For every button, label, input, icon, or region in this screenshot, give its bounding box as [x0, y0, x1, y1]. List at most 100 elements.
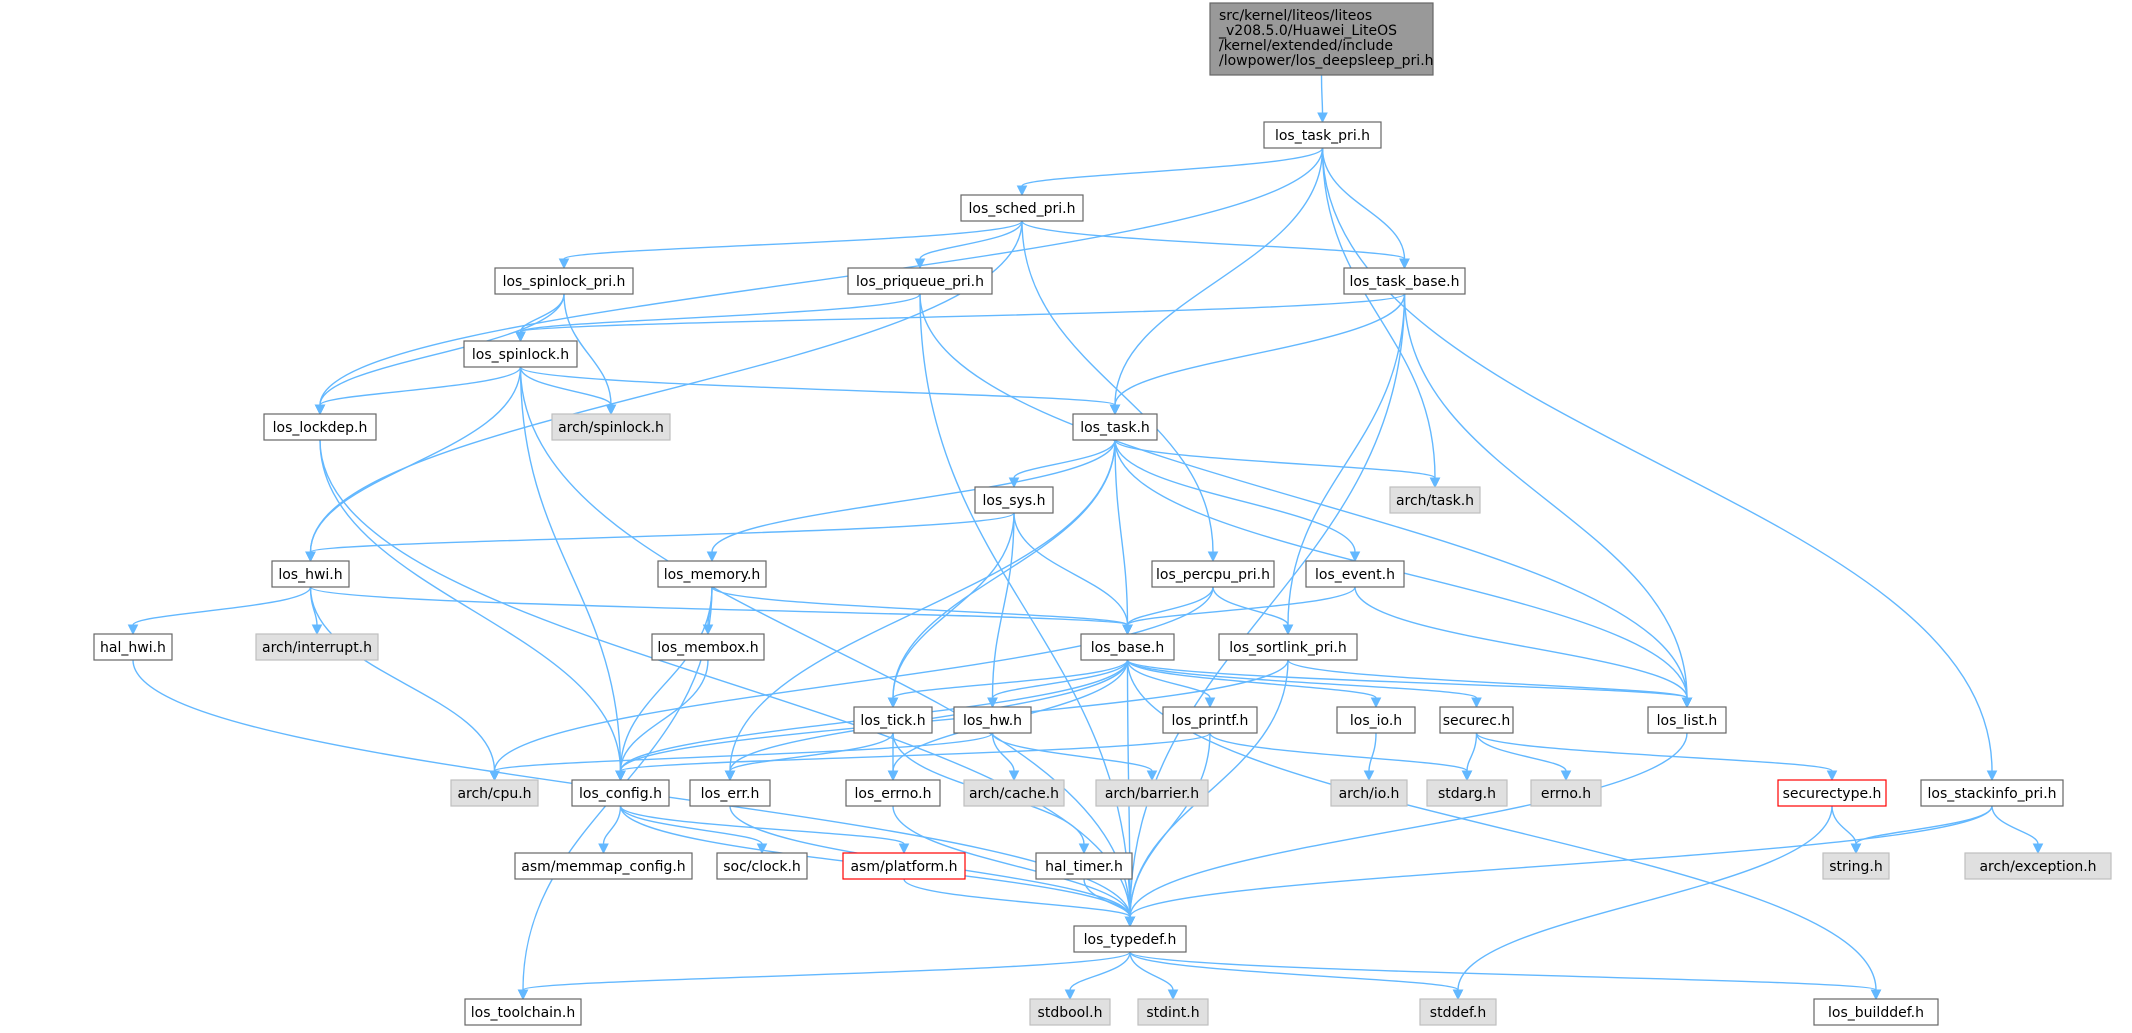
- edge-memory-to-config: [615, 586, 713, 782]
- node-label: stdbool.h: [1038, 1005, 1103, 1021]
- node-root[interactable]: src/kernel/liteos/liteos_v208.5.0/Huawei…: [1209, 2, 1434, 76]
- edge-typedef-to-toolchain: [517, 951, 1131, 1001]
- node-memory[interactable]: los_memory.h: [657, 560, 767, 588]
- edge-stackinfo_pri-to-arch_exception: [1991, 805, 2044, 855]
- node-label: los_percpu_pri.h: [1156, 567, 1270, 583]
- edge-asm_platform-to-typedef: [903, 878, 1136, 928]
- node-config[interactable]: los_config.h: [571, 779, 670, 807]
- node-io[interactable]: los_io.h: [1336, 706, 1416, 734]
- edge-sys-to-base: [1013, 512, 1133, 636]
- node-spinlock-pri[interactable]: los_spinlock_pri.h: [494, 267, 634, 295]
- edge-sched_pri-to-spinlock_pri: [558, 220, 1023, 270]
- node-arch-spinlock: arch/spinlock.h: [551, 413, 671, 441]
- edge-sortlink_pri-to-list: [1287, 659, 1693, 709]
- node-label: los_event.h: [1315, 567, 1395, 583]
- node-label: stddef.h: [1430, 1005, 1486, 1021]
- node-hwi[interactable]: los_hwi.h: [271, 560, 350, 588]
- edge-spinlock-to-hwi: [305, 366, 522, 563]
- node-memmap-config[interactable]: asm/memmap_config.h: [514, 852, 693, 880]
- edge-securec-to-stdarg: [1461, 732, 1478, 782]
- node-stackinfo-pri[interactable]: los_stackinfo_pri.h: [1920, 779, 2064, 807]
- node-label: los_priqueue_pri.h: [856, 274, 984, 290]
- node-label: arch/interrupt.h: [262, 640, 372, 656]
- node-percpu-pri[interactable]: los_percpu_pri.h: [1151, 560, 1275, 588]
- edge-typedef-to-stddef: [1129, 951, 1464, 1001]
- edge-hw-to-arch_cache: [991, 732, 1020, 782]
- edge-percpu_pri-to-base: [1122, 586, 1214, 636]
- edge-printf-to-stdarg: [1209, 732, 1473, 782]
- edge-tick-to-err: [724, 732, 894, 782]
- node-label: los_task_base.h: [1350, 274, 1460, 290]
- node-asm-platform[interactable]: asm/platform.h: [842, 852, 966, 880]
- root-label-line: _v208.5.0/Huawei_LiteOS: [1218, 23, 1397, 39]
- node-sys[interactable]: los_sys.h: [974, 486, 1054, 514]
- edge-task-to-base: [1114, 439, 1133, 636]
- node-stdbool: stdbool.h: [1029, 998, 1111, 1026]
- node-label: hal_hwi.h: [100, 640, 166, 656]
- node-label: los_list.h: [1657, 713, 1718, 729]
- node-typedef[interactable]: los_typedef.h: [1073, 925, 1187, 953]
- node-label: los_sys.h: [983, 493, 1046, 509]
- edge-task_pri-to-arch_task: [1321, 147, 1441, 489]
- node-label: los_sched_pri.h: [969, 201, 1076, 217]
- node-label: los_sortlink_pri.h: [1229, 640, 1346, 656]
- node-label: soc/clock.h: [723, 859, 801, 875]
- edge-task-to-arch_task: [1114, 439, 1441, 489]
- node-arch-interrupt: arch/interrupt.h: [255, 633, 379, 661]
- node-base[interactable]: los_base.h: [1080, 633, 1175, 661]
- node-label: arch/task.h: [1396, 493, 1474, 509]
- node-label: los_memory.h: [664, 567, 761, 583]
- edge-base-to-tick: [887, 659, 1129, 709]
- node-list[interactable]: los_list.h: [1647, 706, 1727, 734]
- nodes-layer: src/kernel/liteos/liteos_v208.5.0/Huawei…: [93, 2, 2112, 1026]
- node-hal-timer[interactable]: hal_timer.h: [1035, 852, 1133, 880]
- node-arch-cache: arch/cache.h: [963, 779, 1065, 807]
- node-lockdep[interactable]: los_lockdep.h: [263, 413, 377, 441]
- edge-task_base-to-spinlock: [515, 293, 1406, 343]
- node-hw[interactable]: los_hw.h: [953, 706, 1032, 734]
- node-label: arch/spinlock.h: [558, 420, 664, 436]
- node-task-base[interactable]: los_task_base.h: [1343, 267, 1466, 295]
- node-label: los_printf.h: [1172, 713, 1249, 729]
- node-securec[interactable]: securec.h: [1439, 706, 1514, 734]
- edge-task-to-memory: [706, 439, 1116, 563]
- edge-root-to-task_pri: [1317, 74, 1328, 124]
- edge-event-to-base: [1122, 586, 1356, 636]
- node-label: arch/io.h: [1339, 786, 1400, 802]
- edge-lockdep-to-config: [319, 439, 626, 782]
- node-priqueue-pri[interactable]: los_priqueue_pri.h: [847, 267, 993, 295]
- node-err[interactable]: los_err.h: [689, 779, 771, 807]
- node-label: los_hwi.h: [278, 567, 342, 583]
- edge-task_pri-to-task: [1109, 147, 1324, 416]
- node-sortlink-pri[interactable]: los_sortlink_pri.h: [1218, 633, 1358, 661]
- edge-percpu_pri-to-arch_cpu: [489, 586, 1214, 782]
- node-event[interactable]: los_event.h: [1305, 560, 1405, 588]
- node-printf[interactable]: los_printf.h: [1162, 706, 1258, 734]
- node-soc-clock[interactable]: soc/clock.h: [716, 852, 808, 880]
- root-label-line: src/kernel/liteos/liteos: [1219, 8, 1372, 24]
- edge-spinlock-to-lockdep: [314, 366, 522, 416]
- node-arch-task: arch/task.h: [1389, 486, 1481, 514]
- node-errno-los[interactable]: los_errno.h: [845, 779, 941, 807]
- root-label-line: /lowpower/los_deepsleep_pri.h: [1219, 53, 1434, 69]
- node-membox[interactable]: los_membox.h: [651, 633, 765, 661]
- edge-stackinfo_pri-to-string_h: [1850, 805, 1993, 855]
- node-task[interactable]: los_task.h: [1072, 413, 1158, 441]
- node-hal-hwi[interactable]: hal_hwi.h: [93, 633, 173, 661]
- node-label: los_toolchain.h: [471, 1005, 576, 1021]
- node-sched-pri[interactable]: los_sched_pri.h: [960, 194, 1084, 222]
- node-spinlock[interactable]: los_spinlock.h: [463, 340, 578, 368]
- edge-list-to-typedef: [1124, 732, 1688, 928]
- edge-task_base-to-task: [1109, 293, 1406, 416]
- node-builddef[interactable]: los_builddef.h: [1813, 998, 1939, 1026]
- edge-task_pri-to-stackinfo_pri: [1321, 147, 1998, 782]
- node-tick[interactable]: los_tick.h: [853, 706, 933, 734]
- node-toolchain[interactable]: los_toolchain.h: [464, 998, 582, 1026]
- edge-hw-to-arch_cpu: [489, 732, 994, 782]
- node-securectype[interactable]: securectype.h: [1777, 779, 1887, 807]
- node-stddef: stddef.h: [1419, 998, 1497, 1026]
- node-label: stdarg.h: [1438, 786, 1496, 802]
- node-label: los_spinlock.h: [472, 347, 569, 363]
- node-task-pri[interactable]: los_task_pri.h: [1263, 121, 1382, 149]
